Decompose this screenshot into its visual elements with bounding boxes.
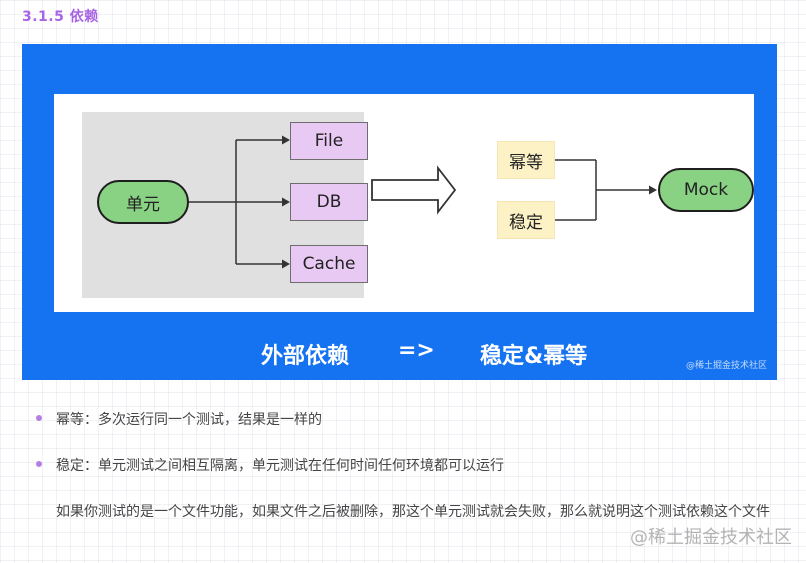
connector-lines [186, 135, 657, 269]
caption-stable-idempotent: 稳定&幂等 [480, 344, 588, 369]
bullet-idempotent: 幂等：多次运行同一个测试，结果是一样的 [56, 412, 322, 428]
section-heading: 3.1.5 依赖 [22, 9, 99, 25]
figure-watermark: @稀土掘金技术社区 [685, 361, 767, 371]
stable-box: 稳定 [497, 201, 555, 239]
explanation-paragraph: 如果你测试的是一个文件功能，如果文件之后被删除，那这个单元测试就会失败，那么就说… [56, 504, 770, 520]
bullet-dot-icon [36, 461, 42, 467]
mock-node: Mock [658, 168, 754, 212]
unit-node: 单元 [97, 180, 189, 224]
caption-arrow: => [398, 338, 435, 363]
file-box: File [290, 122, 368, 160]
diagram-caption: 外部依赖 => 稳定&幂等 [22, 330, 777, 370]
caption-external-deps: 外部依赖 [261, 344, 350, 369]
bullet-stable: 稳定：单元测试之间相互隔离，单元测试在任何时间任何环境都可以运行 [56, 458, 504, 474]
diagram-panel: 单元 File DB Cache 幂等 稳定 Mock [54, 94, 754, 312]
db-box: DB [290, 183, 368, 221]
big-arrow-icon [371, 165, 457, 215]
idempotent-box: 幂等 [497, 141, 555, 179]
cache-box: Cache [290, 245, 368, 283]
site-watermark: @稀土掘金技术社区 [630, 527, 792, 548]
bullet-dot-icon [36, 415, 42, 421]
dependency-diagram-figure: 单元 File DB Cache 幂等 稳定 Mock 外部依赖 => 稳定&幂… [22, 44, 777, 380]
